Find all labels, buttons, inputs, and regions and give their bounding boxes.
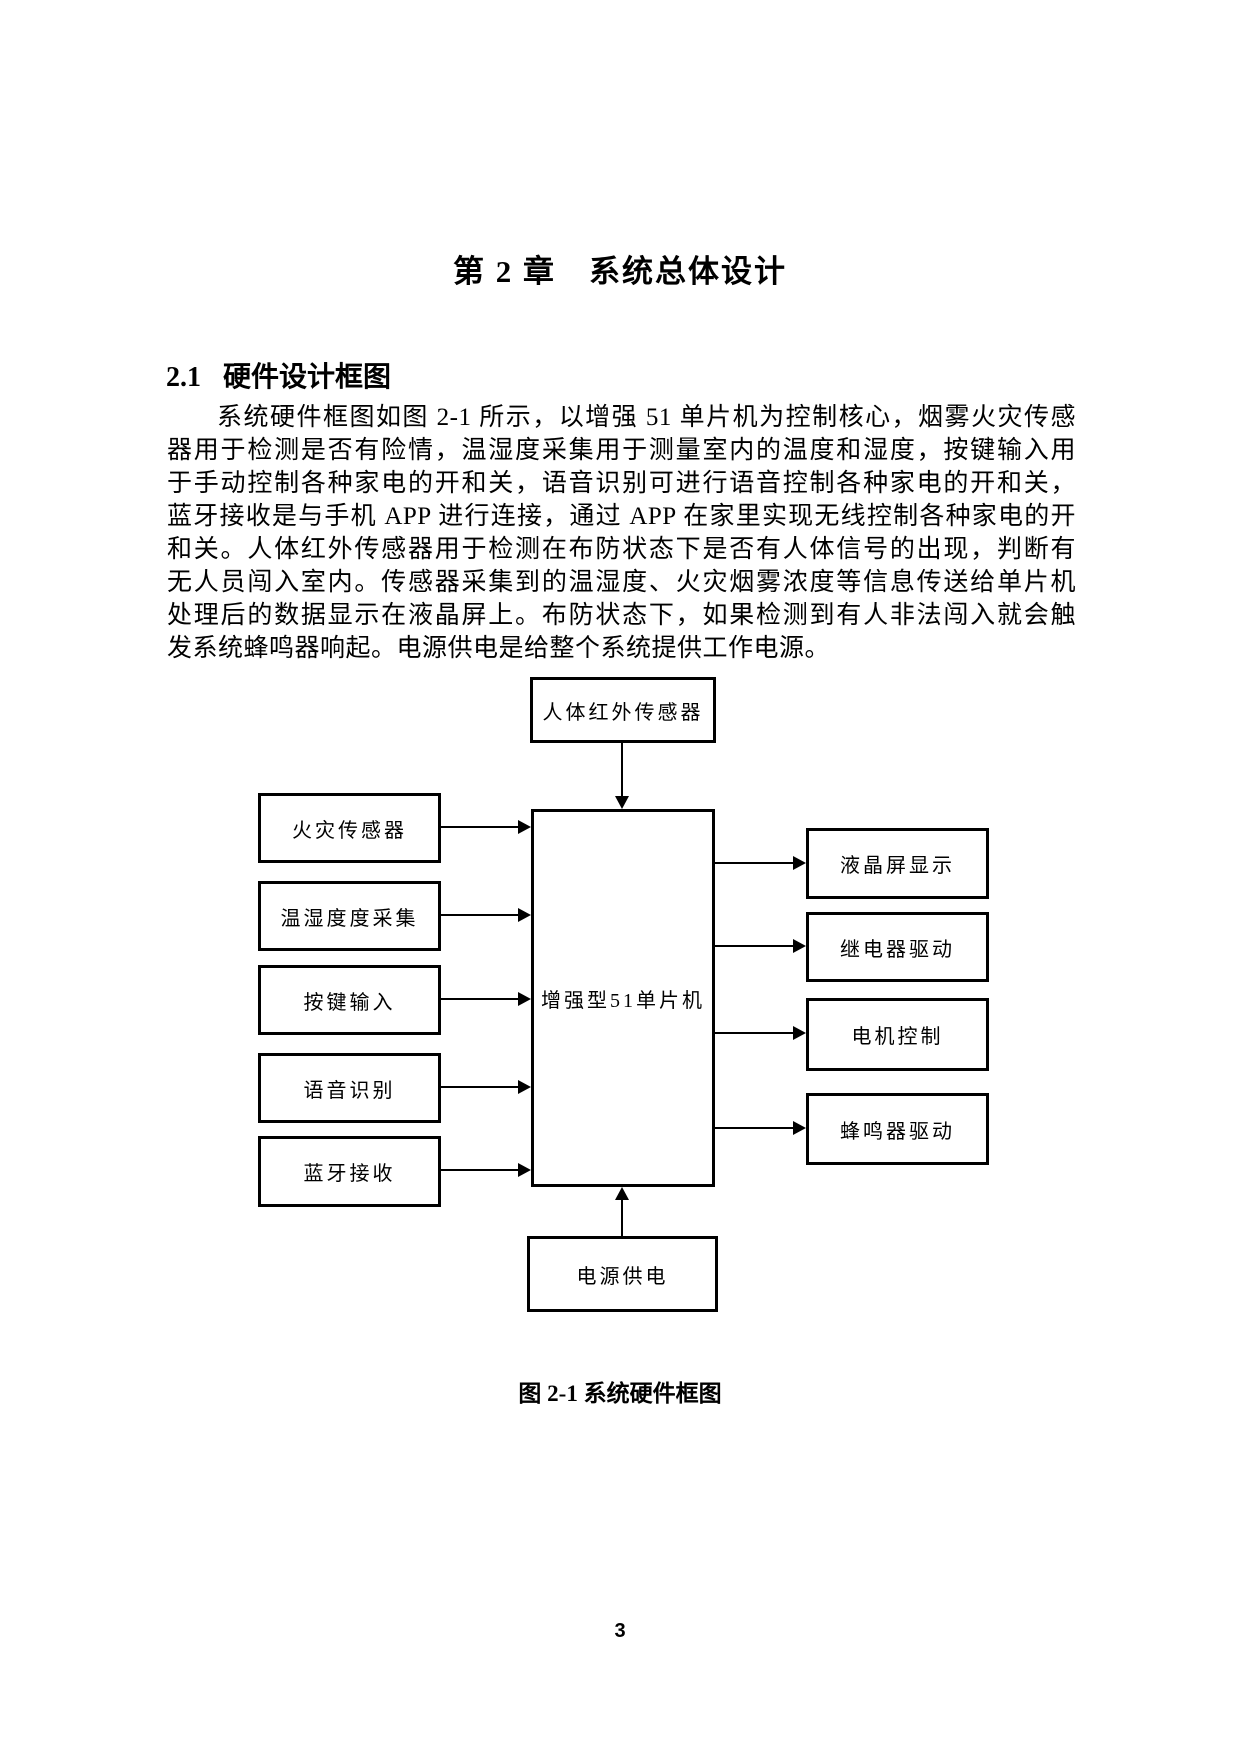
diagram-box-key-input: 按键输入 (258, 965, 441, 1035)
diagram-box-motor-control: 电机控制 (806, 998, 989, 1071)
connector-line (715, 862, 795, 864)
arrowhead-right-icon (518, 820, 531, 834)
paragraph-line: 系统硬件框图如图 2-1 所示，以增强 51 单片机为控制核心，烟雾火灾传感 (217, 404, 1076, 431)
paragraph-line: 发系统蜂鸣器响起。电源供电是给整个系统提供工作电源。 (167, 635, 831, 662)
connector-line (441, 1169, 520, 1171)
arrowhead-right-icon (518, 1080, 531, 1094)
connector-line (441, 914, 520, 916)
arrowhead-right-icon (518, 908, 531, 922)
connector-line (715, 1127, 795, 1129)
connector-line (441, 998, 520, 1000)
connector-line (441, 1086, 520, 1088)
paragraph-line: 蓝牙接收是与手机 APP 进行连接，通过 APP 在家里实现无线控制各种家电的开 (167, 503, 1076, 530)
arrowhead-right-icon (793, 1121, 806, 1135)
chapter-title: 第 2 章 系统总体设计 (453, 254, 787, 289)
diagram-box-buzzer-drive: 蜂鸣器驱动 (806, 1093, 989, 1165)
paragraph-line: 于手动控制各种家电的开和关，语音识别可进行语音控制各种家电的开和关， (167, 470, 1076, 497)
paragraph-line: 器用于检测是否有险情，温湿度采集用于测量室内的温度和湿度，按键输入用 (167, 437, 1076, 464)
diagram-box-relay-drive: 继电器驱动 (806, 912, 989, 982)
arrowhead-right-icon (793, 939, 806, 953)
arrowhead-right-icon (518, 992, 531, 1006)
diagram-box-fire-sensor: 火灾传感器 (258, 793, 441, 863)
body-paragraph: 系统硬件框图如图 2-1 所示，以增强 51 单片机为控制核心，烟雾火灾传感 器… (167, 401, 1076, 665)
section-title: 硬件设计框图 (223, 362, 392, 393)
connector-line (441, 826, 520, 828)
diagram-box-mcu: 增强型51单片机 (531, 809, 715, 1187)
connector-line (715, 1032, 795, 1034)
connector-line (621, 1199, 623, 1236)
page-number: 3 (614, 1620, 626, 1642)
figure-caption: 图 2-1 系统硬件框图 (518, 1381, 722, 1406)
diagram-box-lcd-display: 液晶屏显示 (806, 828, 989, 899)
arrowhead-right-icon (518, 1163, 531, 1177)
paragraph-line: 和关。人体红外传感器用于检测在布防状态下是否有人体信号的出现，判断有 (167, 536, 1076, 563)
paragraph-line: 处理后的数据显示在液晶屏上。布防状态下，如果检测到有人非法闯入就会触 (167, 602, 1076, 629)
diagram-box-pir-sensor: 人体红外传感器 (530, 677, 716, 743)
arrowhead-down-icon (615, 796, 629, 809)
section-number: 2.1 (166, 362, 201, 393)
diagram-box-voice-recognition: 语音识别 (258, 1053, 441, 1123)
diagram-box-bluetooth: 蓝牙接收 (258, 1136, 441, 1207)
paragraph-line: 无人员闯入室内。传感器采集到的温湿度、火灾烟雾浓度等信息传送给单片机 (167, 569, 1076, 596)
diagram-box-power-supply: 电源供电 (527, 1236, 718, 1312)
connector-line (621, 743, 623, 799)
diagram-box-temp-humidity: 温湿度度采集 (258, 881, 441, 951)
arrowhead-right-icon (793, 856, 806, 870)
arrowhead-right-icon (793, 1026, 806, 1040)
section-heading: 2.1 硬件设计框图 (166, 355, 391, 395)
connector-line (715, 945, 795, 947)
arrowhead-up-icon (615, 1187, 629, 1200)
